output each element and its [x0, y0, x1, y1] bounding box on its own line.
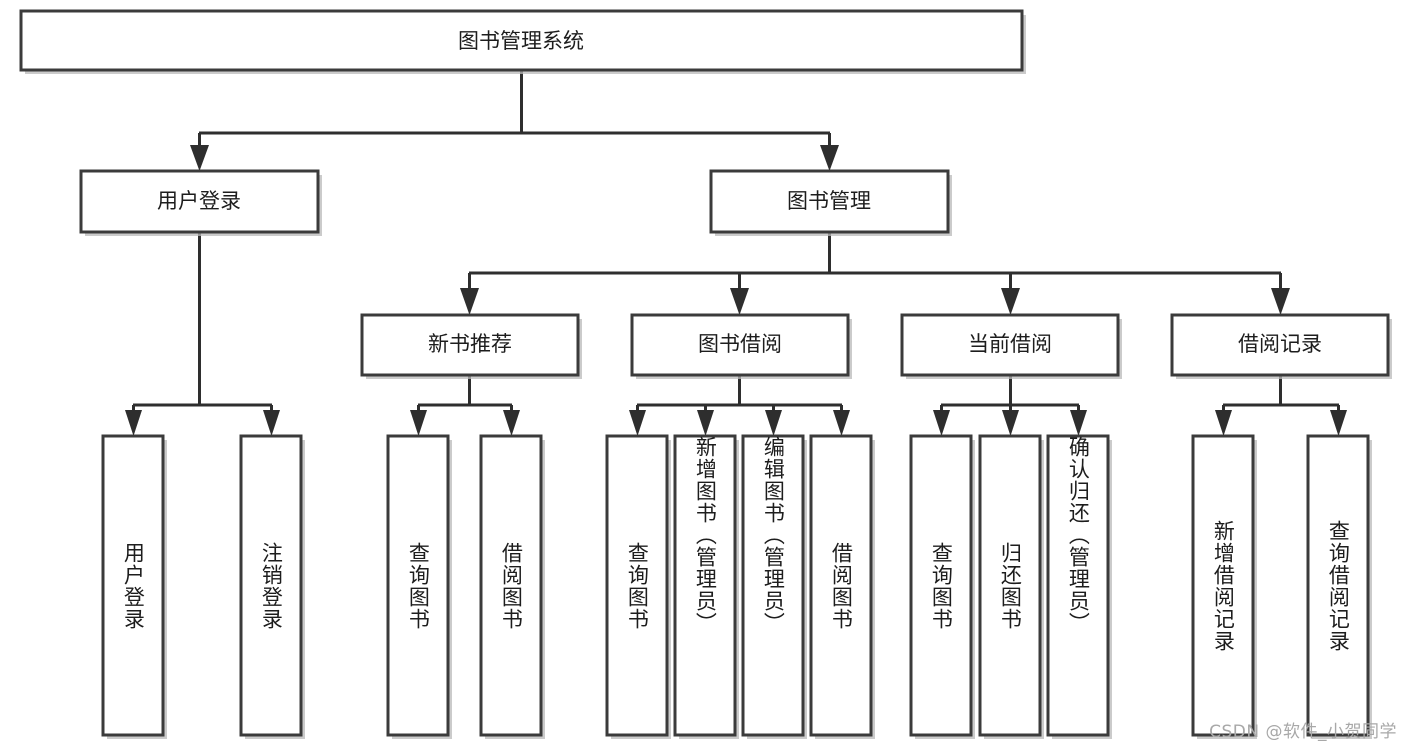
leaf-box[interactable] [741, 434, 805, 737]
leaf-box[interactable] [1306, 434, 1370, 737]
new-book-rec-box[interactable] [360, 313, 580, 377]
leaf-box[interactable] [809, 434, 873, 737]
node-root[interactable]: 图书管理系统 [19, 9, 1026, 74]
arrow-root-to-book-manage [820, 145, 839, 171]
node-user-login[interactable]: 用户登录 [79, 169, 322, 236]
leaf-box[interactable] [978, 434, 1042, 737]
current-borrow-label: 当前借阅 [968, 332, 1052, 356]
arrow-borrow-record-leaf-2 [1330, 410, 1347, 436]
arrow-user-login-leaf-1 [125, 410, 142, 436]
arrow-book-borrow-leaf-4 [833, 410, 850, 436]
arrow-current-borrow-leaf-2 [1002, 410, 1019, 436]
arrow-borrow-record-leaf-1 [1215, 410, 1232, 436]
arrow-book-borrow-leaf-3 [765, 410, 782, 436]
leaf-box[interactable] [101, 434, 165, 737]
leaf-box[interactable] [605, 434, 669, 737]
leaf-box[interactable] [1046, 434, 1110, 737]
root-label: 图书管理系统 [458, 29, 584, 53]
book-borrow-label: 图书借阅 [698, 332, 782, 356]
arrow-book-borrow-leaf-2 [697, 410, 714, 436]
arrow-to-book-borrow [730, 288, 749, 315]
arrow-to-borrow-record [1271, 288, 1290, 315]
leaf-box[interactable] [909, 434, 973, 737]
arrow-to-new-book-rec [460, 288, 479, 315]
node-book-manage[interactable]: 图书管理 [709, 169, 952, 236]
current-borrow-box[interactable] [900, 313, 1120, 377]
leaf-box[interactable] [1191, 434, 1255, 737]
borrow-record-box[interactable] [1170, 313, 1390, 377]
leaf-box[interactable] [386, 434, 450, 737]
user-login-box[interactable] [79, 169, 320, 234]
leaf-box[interactable] [239, 434, 303, 737]
leaf-box-group [101, 434, 1372, 739]
book-borrow-box[interactable] [630, 313, 850, 377]
node-new-book-rec[interactable]: 新书推荐 [360, 313, 582, 379]
user-login-label: 用户登录 [157, 189, 241, 213]
leaf-box[interactable] [479, 434, 543, 737]
borrow-record-label: 借阅记录 [1238, 332, 1322, 356]
arrow-current-borrow-leaf-1 [933, 410, 950, 436]
arrow-new-book-rec-leaf-2 [503, 410, 520, 436]
arrow-to-current-borrow [1001, 288, 1020, 315]
arrow-current-borrow-leaf-3 [1070, 410, 1087, 436]
arrow-user-login-leaf-2 [263, 410, 280, 436]
leaf-box[interactable] [673, 434, 737, 737]
arrow-book-borrow-leaf-1 [629, 410, 646, 436]
root-box[interactable] [19, 9, 1024, 72]
watermark: CSDN @软件_小贺同学 [1209, 722, 1397, 742]
node-borrow-record[interactable]: 借阅记录 [1170, 313, 1392, 379]
book-manage-box[interactable] [709, 169, 950, 234]
book-manage-label: 图书管理 [787, 189, 871, 213]
arrow-root-to-user-login [190, 145, 209, 171]
node-current-borrow[interactable]: 当前借阅 [900, 313, 1122, 379]
new-book-rec-label: 新书推荐 [428, 332, 512, 356]
node-book-borrow[interactable]: 图书借阅 [630, 313, 852, 379]
connector-group [125, 70, 1347, 436]
arrow-new-book-rec-leaf-1 [410, 410, 427, 436]
